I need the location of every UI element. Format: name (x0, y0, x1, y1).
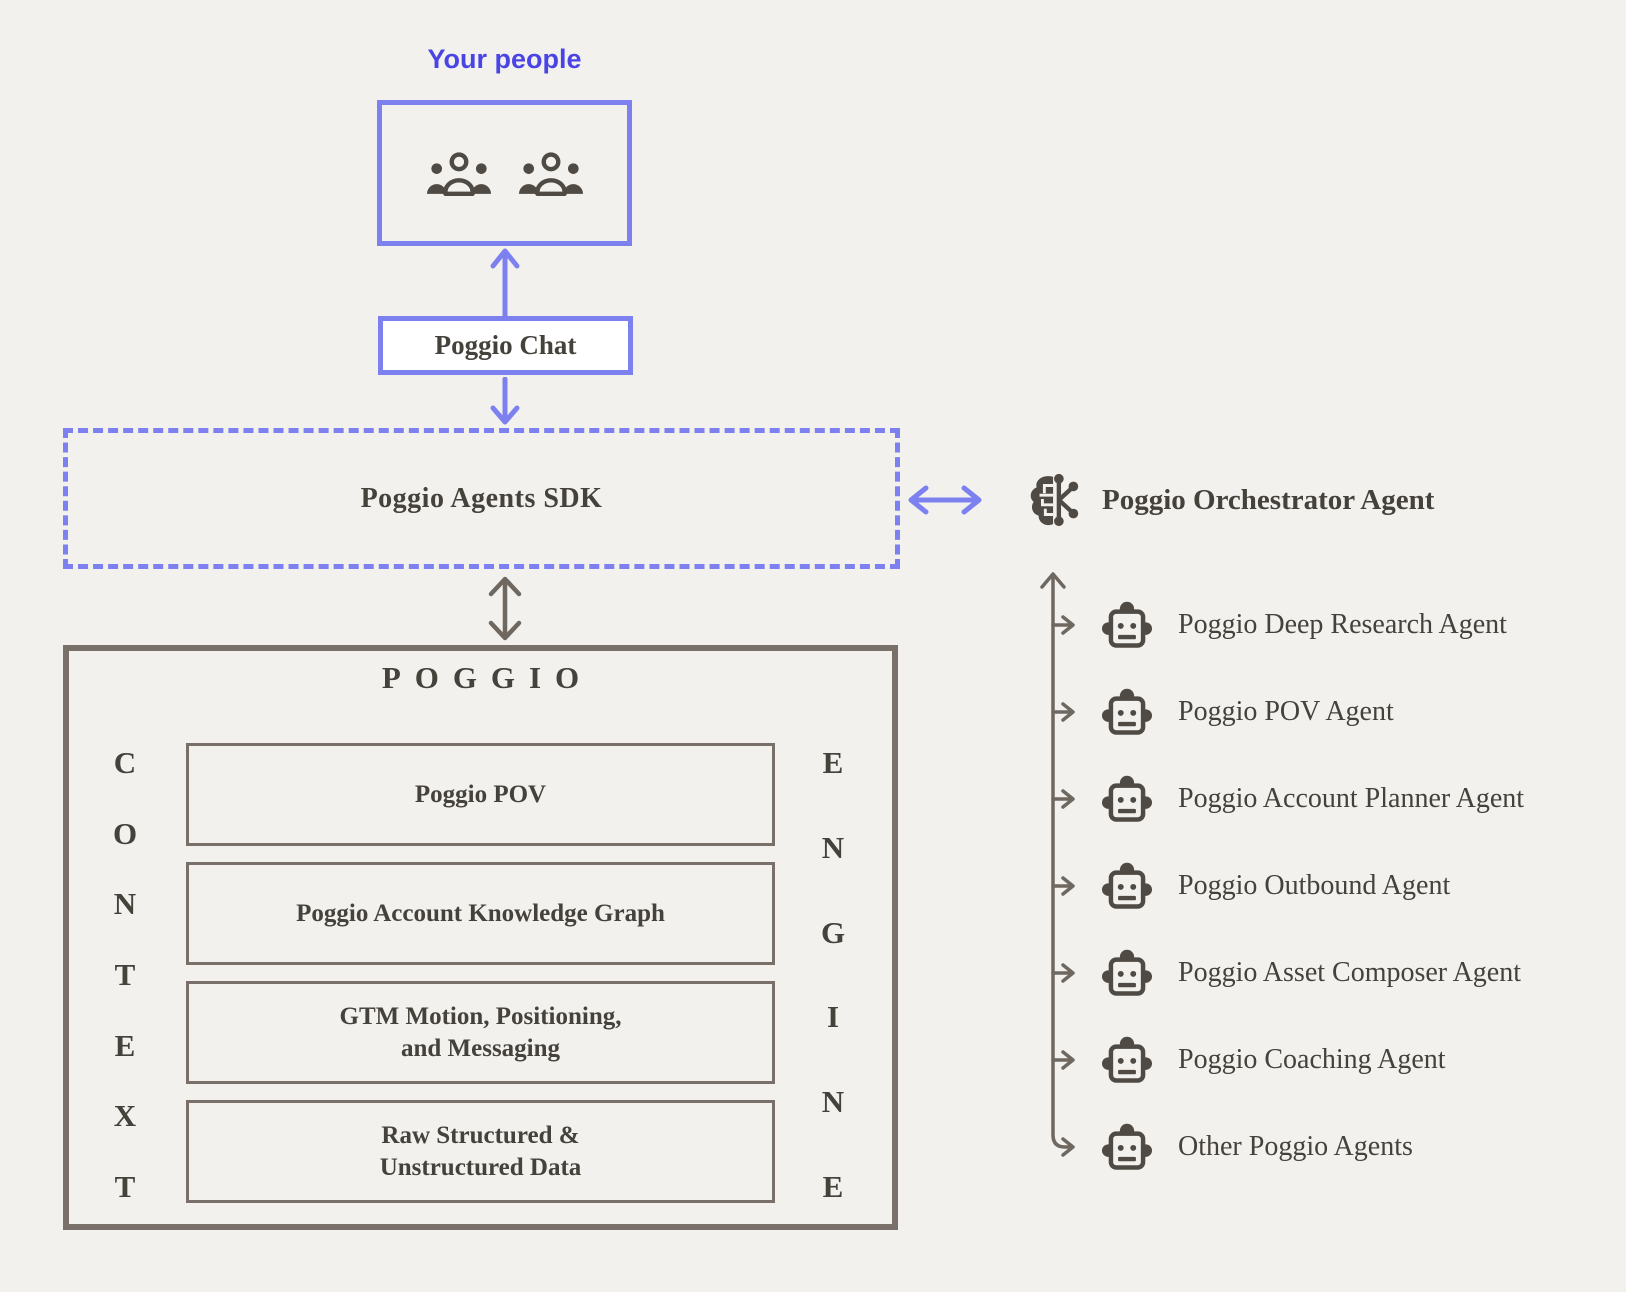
robot-icon (1100, 600, 1154, 650)
agent-row: Poggio POV Agent (1100, 685, 1394, 739)
agent-tree-connector (1040, 572, 1075, 1157)
agent-label: Poggio Account Planner Agent (1178, 783, 1525, 814)
layer-gtm-motion: GTM Motion, Positioning, and Messaging (186, 981, 775, 1084)
engine-letter: N (821, 829, 845, 865)
context-letter: C (113, 745, 137, 780)
robot-icon (1100, 1035, 1154, 1085)
agent-label: Poggio Deep Research Agent (1178, 609, 1507, 640)
engine-letter: E (822, 745, 844, 780)
people-group-icon (427, 151, 491, 196)
agent-row: Poggio Asset Composer Agent (1100, 946, 1521, 1000)
engine-letter: G (820, 914, 846, 950)
agent-label: Poggio Coaching Agent (1178, 1044, 1446, 1075)
layer-poggio-pov: Poggio POV (186, 743, 775, 846)
your-people-box (377, 100, 632, 246)
orchestrator-label: Poggio Orchestrator Agent (1102, 483, 1435, 516)
context-letter: N (113, 886, 137, 922)
layer-raw-data: Raw Structured & Unstructured Data (186, 1100, 775, 1203)
arrow-up-chat-to-people (490, 248, 520, 318)
your-people-label: Your people (427, 44, 582, 74)
people-group-icon (519, 151, 583, 196)
poggio-chat-label: Poggio Chat (434, 330, 577, 360)
agent-label: Poggio Outbound Agent (1178, 870, 1451, 901)
agent-row: Poggio Outbound Agent (1100, 859, 1450, 913)
engine-letter: N (821, 1084, 845, 1120)
arrow-sdk-orchestrator (908, 485, 982, 515)
layer-account-knowledge-graph: Poggio Account Knowledge Graph (186, 862, 775, 965)
poggio-agents-sdk-box: Poggio Agents SDK (63, 428, 900, 569)
agent-row: Poggio Deep Research Agent (1100, 598, 1507, 652)
robot-icon (1100, 774, 1154, 824)
robot-icon (1100, 861, 1154, 911)
arrow-down-chat-to-sdk (490, 377, 520, 425)
context-letter: T (114, 956, 136, 992)
context-letter: E (114, 1027, 136, 1063)
engine-letter: I (826, 999, 840, 1035)
engine-letter: E (822, 1168, 844, 1204)
agent-label: Poggio Asset Composer Agent (1178, 957, 1522, 988)
engine-layers: Poggio POV Poggio Account Knowledge Grap… (186, 743, 775, 1203)
agent-row: Other Poggio Agents (1100, 1120, 1413, 1174)
poggio-agents-sdk-label: Poggio Agents SDK (360, 482, 603, 514)
poggio-engine-box (63, 645, 898, 1230)
context-letter: X (113, 1098, 137, 1134)
agent-row: Poggio Account Planner Agent (1100, 772, 1524, 826)
arrow-sdk-poggio (488, 576, 522, 641)
agent-label: Other Poggio Agents (1178, 1131, 1413, 1162)
robot-icon (1100, 1122, 1154, 1172)
agent-label: Poggio POV Agent (1178, 696, 1394, 727)
brain-circuit-icon (1026, 471, 1084, 529)
context-letter: T (114, 1168, 136, 1204)
poggio-engine-title: POGGIO (381, 660, 594, 695)
context-vertical-word: C O N T E X T (96, 745, 154, 1205)
engine-vertical-word: E N G I N E (804, 745, 862, 1205)
robot-icon (1100, 687, 1154, 737)
robot-icon (1100, 948, 1154, 998)
context-letter: O (112, 815, 138, 851)
agent-row: Poggio Coaching Agent (1100, 1033, 1446, 1087)
poggio-chat-box: Poggio Chat (378, 316, 633, 375)
